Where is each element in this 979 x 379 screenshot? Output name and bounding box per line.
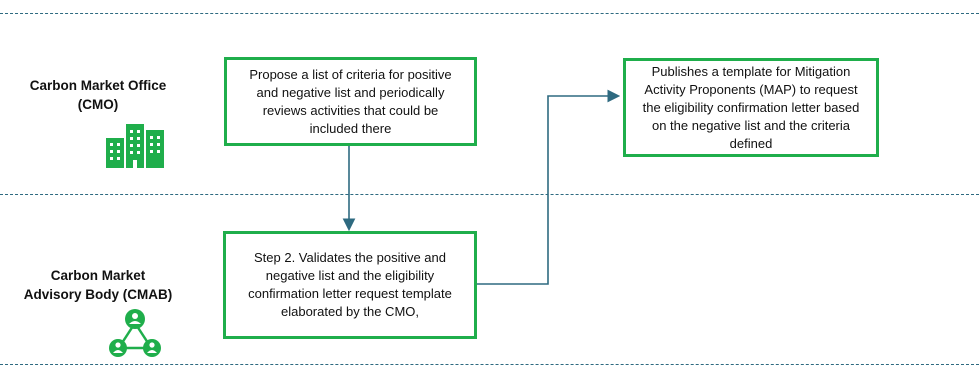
step-validate-lists-box: Step 2. Validates the positive and negat… [223,231,477,339]
lane-label-cmab: Carbon Market Advisory Body (CMAB) [8,266,188,304]
lane-label-cmab-line2: Advisory Body (CMAB) [23,287,173,302]
lane-divider-middle [0,194,979,195]
step-validate-lists-text: Step 2. Validates the positive and negat… [248,250,452,319]
connector-validate-to-publish [477,89,621,285]
step-propose-criteria-box: Propose a list of criteria for positive … [224,57,477,146]
lane-label-cmab-line1: Carbon Market [50,268,146,283]
buildings-icon [104,122,166,173]
lane-label-cmo: Carbon Market Office (CMO) [8,76,188,114]
lane-label-cmo-line1: Carbon Market Office [29,78,167,93]
step-propose-criteria-text: Propose a list of criteria for positive … [249,66,452,136]
step-publish-template-box: Publishes a template for Mitigation Acti… [623,58,879,157]
people-network-icon [108,308,162,365]
lane-divider-bottom [0,364,979,365]
lane-label-cmo-line2: (CMO) [77,97,119,112]
step-publish-template-text: Publishes a template for Mitigation Acti… [642,63,860,151]
lane-divider-top [0,13,979,14]
